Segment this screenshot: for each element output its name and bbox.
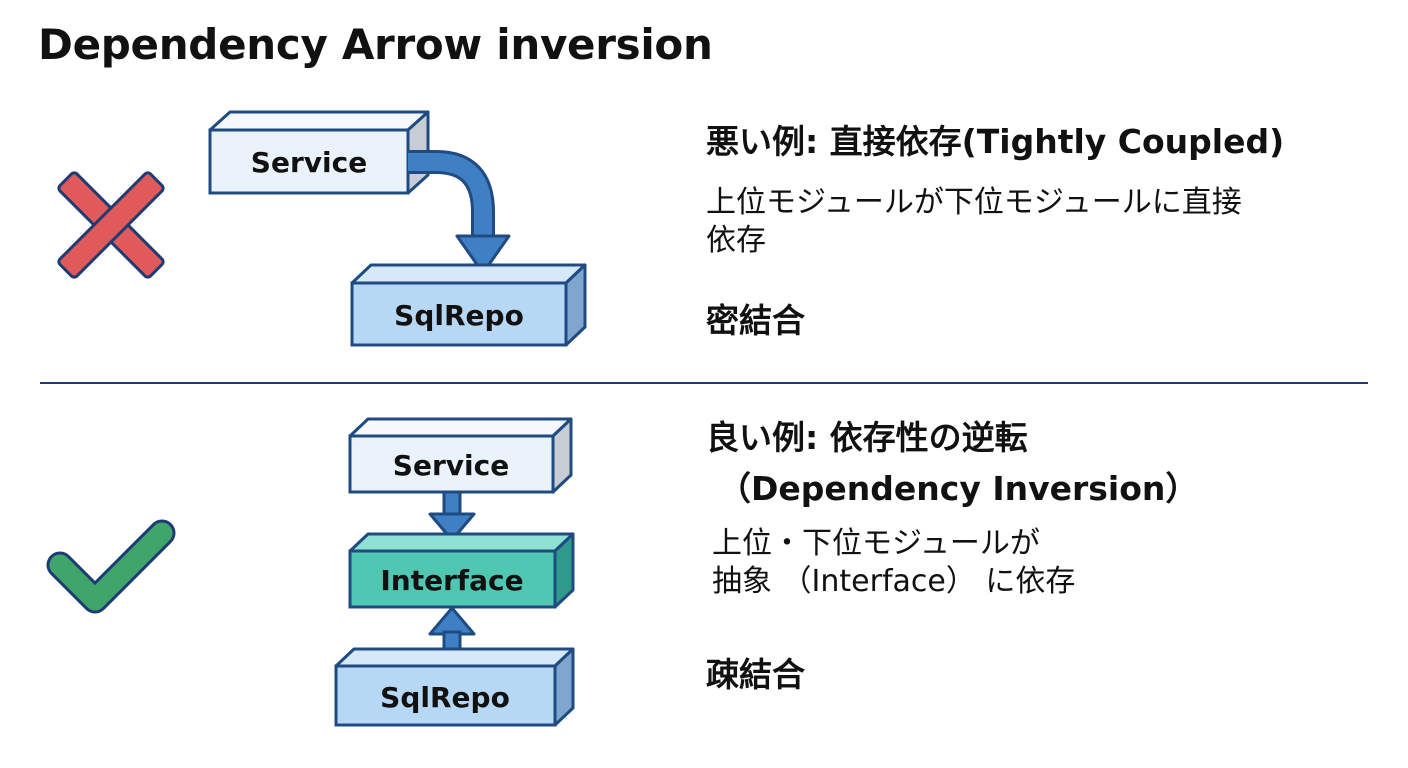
good-repo-box: SqlRepo	[334, 647, 575, 727]
good-heading-line1: 良い例: 依存性の逆転	[706, 418, 1028, 457]
good-service-label: Service	[393, 449, 509, 482]
bad-coupling-label: 密結合	[706, 301, 805, 340]
page-title: Dependency Arrow inversion	[38, 20, 713, 69]
bad-description-line2: 依存	[706, 223, 766, 258]
bad-repo-box: SqlRepo	[350, 263, 587, 347]
check-icon	[46, 519, 176, 614]
cross-icon	[57, 171, 165, 279]
bad-service-box: Service	[208, 110, 430, 195]
bad-service-label: Service	[251, 146, 367, 179]
good-coupling-label: 疎結合	[706, 655, 805, 694]
good-description-line2: 抽象 （Interface） に依存	[712, 564, 1076, 599]
good-heading-line2: （Dependency Inversion）	[718, 469, 1199, 508]
good-interface-box: Interface	[348, 532, 575, 609]
good-interface-label: Interface	[380, 564, 523, 597]
bad-description-line1: 上位モジュールが下位モジュールに直接	[706, 185, 1242, 220]
bad-dependency-arrow	[408, 150, 511, 275]
good-description-line1: 上位・下位モジュールが	[712, 526, 1040, 561]
bad-repo-label: SqlRepo	[394, 299, 524, 332]
good-service-box: Service	[348, 417, 573, 494]
good-down-arrow	[428, 490, 476, 542]
section-divider	[40, 382, 1368, 384]
good-repo-label: SqlRepo	[380, 681, 510, 714]
bad-heading: 悪い例: 直接依存(Tightly Coupled)	[706, 122, 1285, 161]
